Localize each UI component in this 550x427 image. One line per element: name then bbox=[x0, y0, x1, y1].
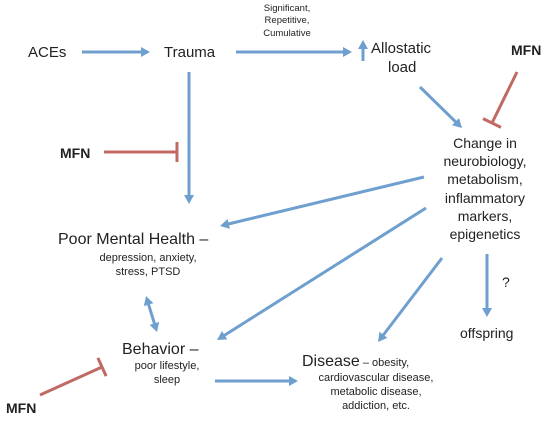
poor-mental-health-title: Poor Mental Health – bbox=[58, 231, 209, 248]
change-line: inflammatory bbox=[444, 189, 526, 206]
trauma-qualifiers: Significant, Repetitive, Cumulative bbox=[250, 3, 324, 40]
mfn-label-top-right: MFN bbox=[511, 42, 542, 58]
qualifier-line: Cumulative bbox=[263, 27, 311, 39]
disease-detail: metabolic disease, bbox=[330, 385, 422, 398]
allostatic-line: Allostatic bbox=[371, 40, 432, 57]
poor-mental-health-detail: depression, anxiety, bbox=[99, 252, 197, 264]
question-mark: ? bbox=[502, 274, 510, 290]
node-offspring: offspring bbox=[460, 325, 514, 341]
disease-title-suffix: – obesity, bbox=[359, 357, 410, 369]
inhibit-mfn-bottom-left-bar bbox=[96, 357, 108, 377]
node-trauma: Trauma bbox=[164, 44, 216, 61]
poor-mental-health-detail: stress, PTSD bbox=[115, 265, 181, 278]
disease-title: Disease bbox=[302, 353, 360, 370]
node-poor-mental-health: Poor Mental Health – depression, anxiety… bbox=[58, 230, 238, 280]
arrow-change-to-behavior-head bbox=[217, 330, 228, 340]
arrow-mental-health-behavior bbox=[146, 303, 157, 325]
node-behavior: Behavior – poor lifestyle, sleep bbox=[122, 340, 212, 388]
arrow-change-to-poor-mental-health-head bbox=[220, 219, 230, 229]
arrow-trauma-to-allostatic-load-head bbox=[343, 47, 352, 57]
arrow-behavior-to-disease-head bbox=[289, 376, 298, 386]
mfn-label-bottom-left: MFN bbox=[6, 400, 37, 416]
change-line: epigenetics bbox=[449, 225, 521, 242]
node-disease: Disease – obesity, cardiovascular diseas… bbox=[302, 352, 450, 413]
node-aces: ACEs bbox=[28, 44, 67, 61]
change-line: neurobiology, bbox=[443, 153, 527, 170]
disease-title-line: Disease – obesity, bbox=[302, 352, 450, 372]
arrow-aces-to-trauma-head bbox=[141, 47, 150, 57]
change-line: metabolism, bbox=[447, 171, 523, 188]
inhibit-mfn-bottom-left bbox=[39, 365, 103, 397]
inhibit-mfn-top-right-bar bbox=[482, 117, 502, 129]
qualifier-line: Repetitive, bbox=[264, 15, 310, 27]
arrow-mental-health-behavior-tail-head bbox=[143, 296, 154, 307]
change-line: Change in bbox=[453, 135, 517, 151]
inhibit-mfn-top-right bbox=[490, 71, 519, 124]
disease-detail: addiction, etc. bbox=[342, 399, 410, 412]
qualifier-line: Significant, bbox=[263, 3, 311, 14]
arrow-change-to-poor-mental-health bbox=[227, 175, 425, 226]
arrow-allostatic-load-to-change-head bbox=[452, 118, 462, 128]
arrow-change-to-disease-head bbox=[378, 331, 388, 342]
behavior-detail: sleep bbox=[153, 373, 181, 386]
allostatic-line: load bbox=[388, 58, 417, 76]
arrow-change-to-offspring-head bbox=[482, 308, 492, 317]
arrow-allostatic-load-to-change bbox=[418, 85, 458, 124]
behavior-title: Behavior – bbox=[122, 341, 199, 358]
disease-detail: cardiovascular disease, bbox=[318, 372, 434, 384]
arrow-trauma-to-poor-mental-health-head bbox=[184, 195, 194, 204]
arrow-up-to-allostatic-load-head bbox=[358, 40, 368, 49]
arrow-change-to-disease bbox=[381, 257, 444, 337]
node-allostatic-load: Allostatic load bbox=[371, 40, 431, 78]
arrow-change-to-behavior bbox=[222, 206, 427, 337]
arrow-mental-health-behavior-head bbox=[149, 321, 160, 332]
change-line: markers, bbox=[457, 207, 513, 224]
node-change: Change in neurobiology, metabolism, infl… bbox=[430, 134, 540, 243]
behavior-detail: poor lifestyle, bbox=[134, 360, 200, 372]
mfn-label-left: MFN bbox=[60, 145, 91, 161]
